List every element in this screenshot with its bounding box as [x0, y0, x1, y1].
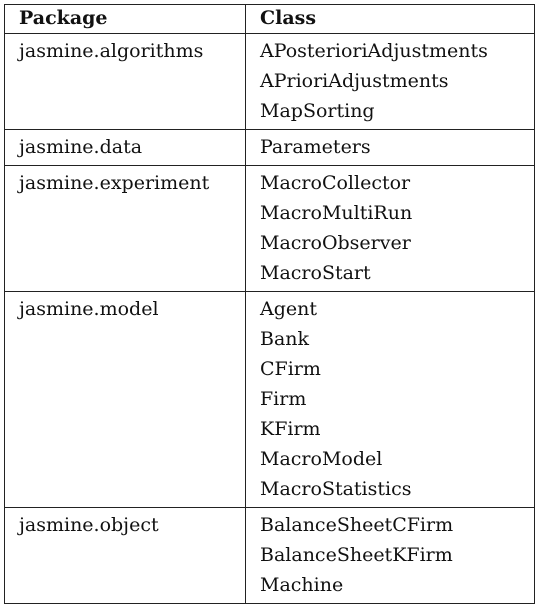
- class-name: MacroModel: [260, 448, 383, 470]
- class-name: MacroObserver: [260, 232, 411, 254]
- package-name: jasmine.experiment: [19, 172, 210, 194]
- package-cell: jasmine.experiment: [4, 165, 246, 292]
- header-package: Package: [4, 4, 246, 34]
- class-name: MacroStatistics: [260, 478, 412, 500]
- class-name: Machine: [260, 574, 344, 596]
- class-name: KFirm: [260, 418, 321, 440]
- table-row: jasmine.data Parameters: [4, 129, 535, 166]
- class-name: CFirm: [260, 358, 321, 380]
- package-name: jasmine.model: [19, 298, 159, 320]
- class-cell: APosterioriAdjustments APrioriAdjustment…: [245, 33, 535, 130]
- class-name: MacroMultiRun: [260, 202, 413, 224]
- class-name: BalanceSheetKFirm: [260, 544, 453, 566]
- table-row: jasmine.object BalanceSheetCFirm Balance…: [4, 507, 535, 604]
- class-name: Parameters: [260, 136, 371, 158]
- class-name: Agent: [260, 298, 317, 320]
- package-class-table: Package Class jasmine.algorithms APoster…: [4, 4, 535, 604]
- package-name: jasmine.algorithms: [19, 40, 204, 62]
- class-name: BalanceSheetCFirm: [260, 514, 454, 536]
- class-name: APosterioriAdjustments: [260, 40, 488, 62]
- class-name: Firm: [260, 388, 307, 410]
- class-name: Bank: [260, 328, 310, 350]
- header-row: Package Class: [4, 4, 535, 34]
- class-cell: MacroCollector MacroMultiRun MacroObserv…: [245, 165, 535, 292]
- class-name: MacroCollector: [260, 172, 411, 194]
- class-cell: BalanceSheetCFirm BalanceSheetKFirm Mach…: [245, 507, 535, 604]
- package-cell: jasmine.object: [4, 507, 246, 604]
- package-cell: jasmine.data: [4, 129, 246, 166]
- package-name: jasmine.object: [19, 514, 159, 536]
- table-row: jasmine.experiment MacroCollector MacroM…: [4, 165, 535, 292]
- package-cell: jasmine.algorithms: [4, 33, 246, 130]
- table-row: jasmine.model Agent Bank CFirm Firm KFir…: [4, 291, 535, 508]
- class-name: APrioriAdjustments: [260, 70, 449, 92]
- table-row: jasmine.algorithms APosterioriAdjustment…: [4, 33, 535, 130]
- package-name: jasmine.data: [19, 136, 143, 158]
- class-name: MapSorting: [260, 100, 375, 122]
- package-cell: jasmine.model: [4, 291, 246, 508]
- class-cell: Agent Bank CFirm Firm KFirm MacroModel M…: [245, 291, 535, 508]
- class-name: MacroStart: [260, 262, 371, 284]
- class-cell: Parameters: [245, 129, 535, 166]
- header-class: Class: [245, 4, 535, 34]
